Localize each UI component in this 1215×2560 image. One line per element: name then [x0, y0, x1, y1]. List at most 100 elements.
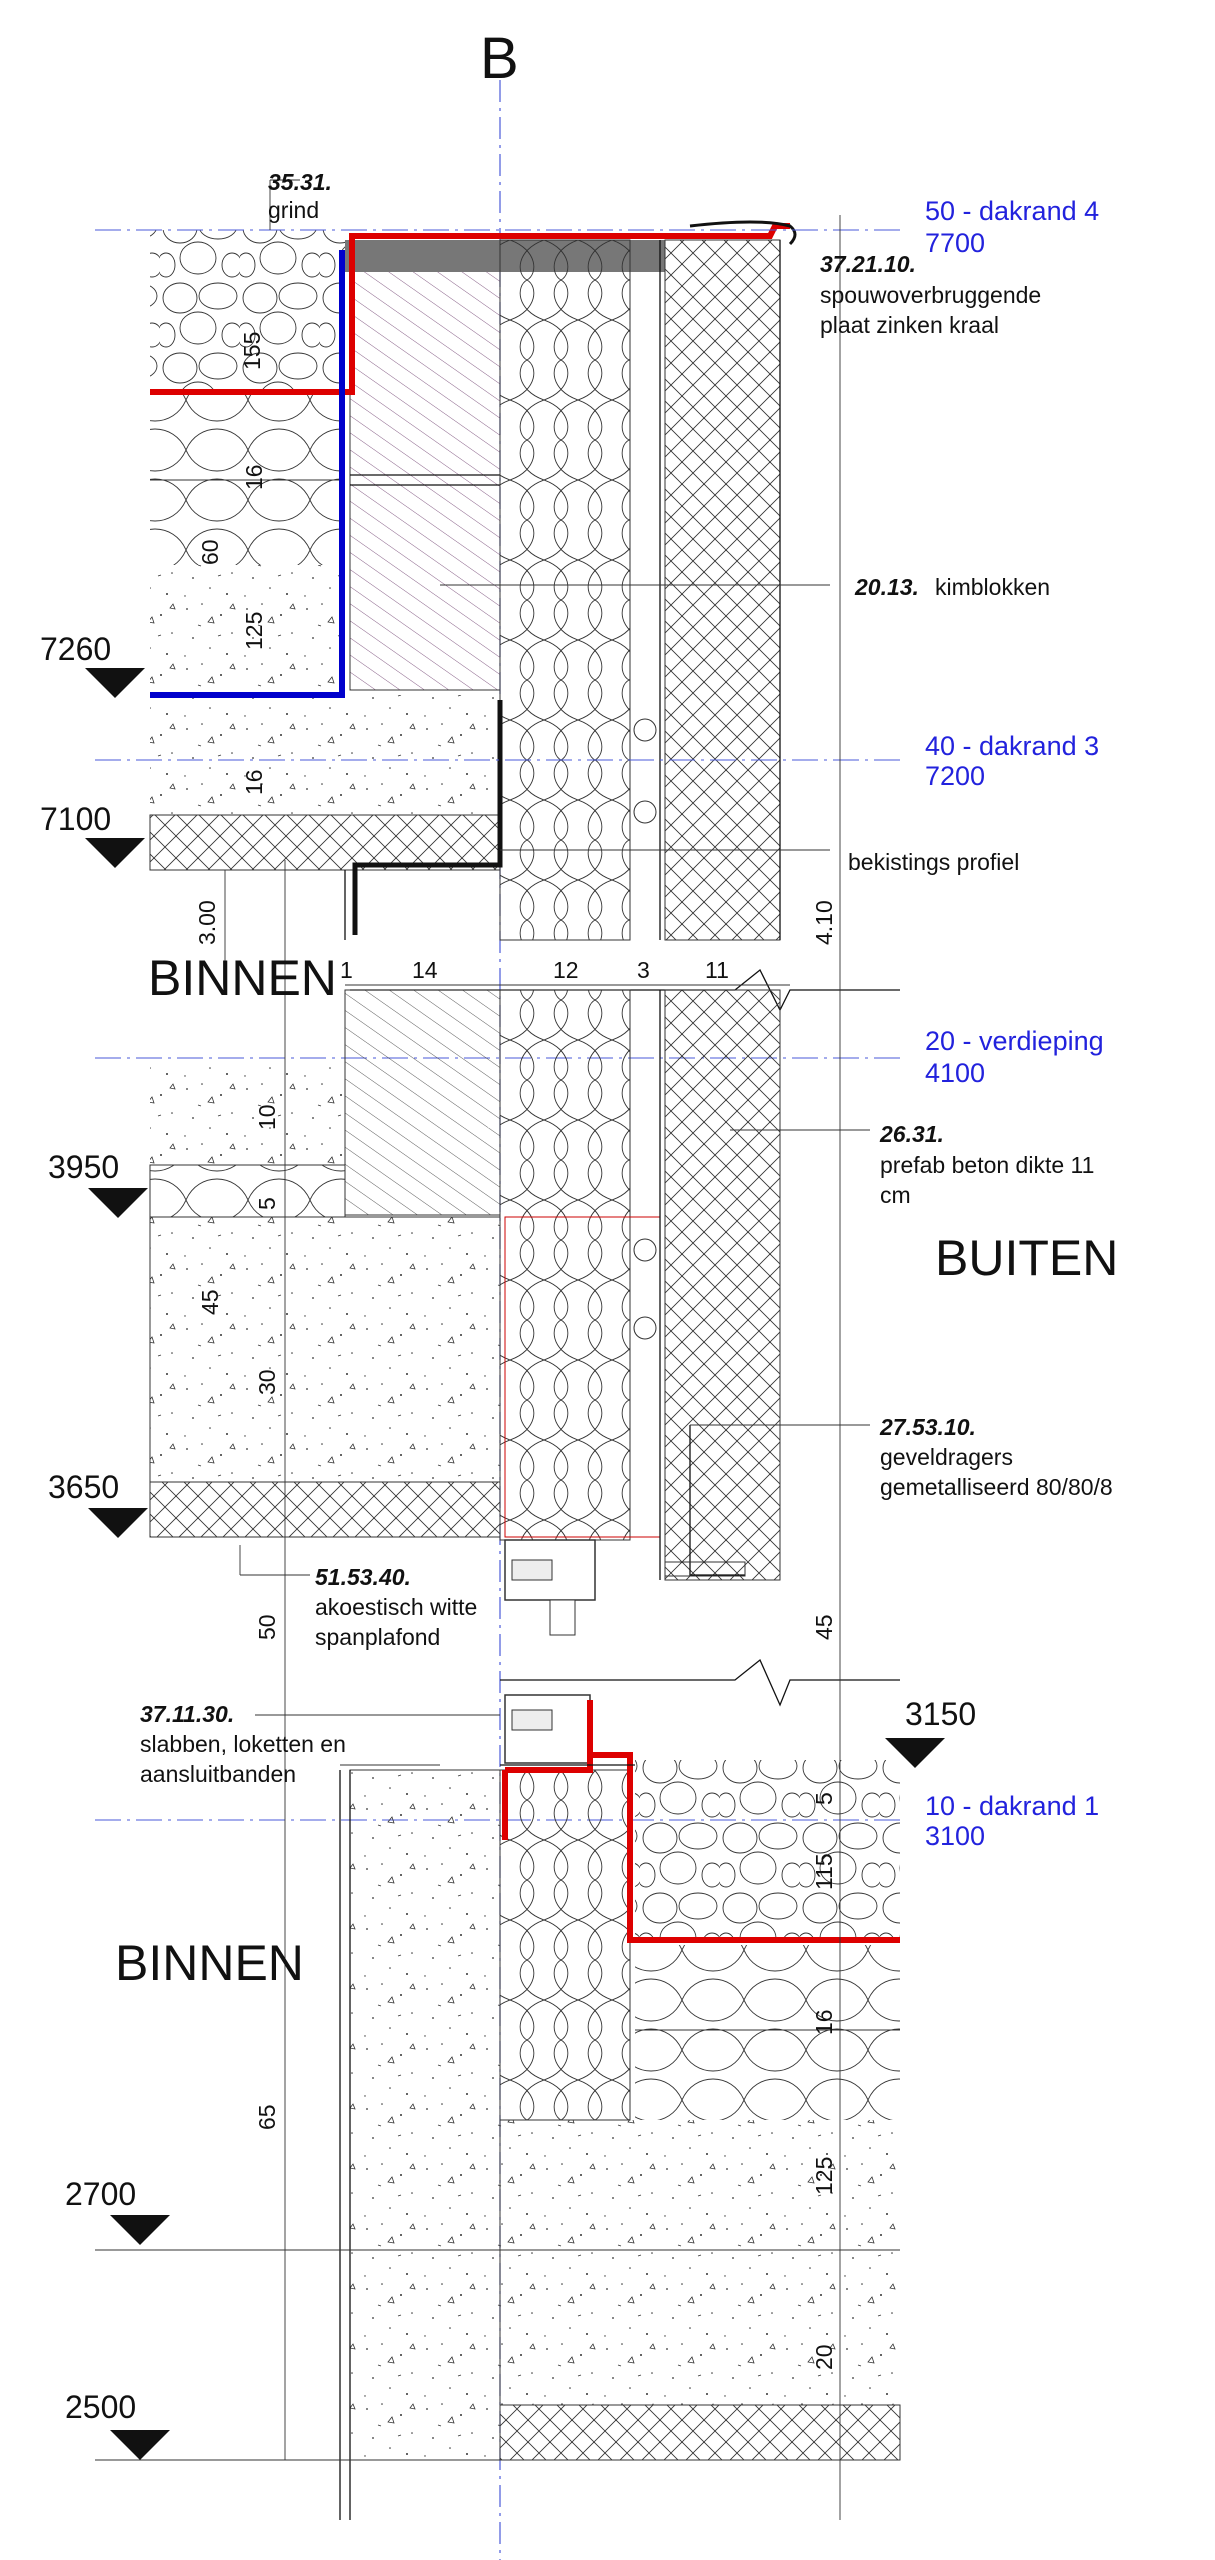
level-7260: 7260	[40, 631, 145, 698]
svg-text:3.00: 3.00	[194, 900, 220, 945]
section-label: B	[480, 26, 519, 91]
cavity-insulation-bottom	[499, 1769, 631, 2121]
break-line-2	[500, 1658, 900, 1707]
kraal-line-2: plaat zinken kraal	[820, 312, 999, 338]
level-markers: 7260 7100 3950 3650 3150 2700 2500	[40, 631, 976, 2460]
svg-text:7100: 7100	[40, 801, 111, 837]
roof-membrane-bottom	[502, 1700, 900, 1943]
grid-value-verdieping: 4100	[925, 1058, 985, 1088]
grid-label-dakrand-3: 40 - dakrand 3	[925, 731, 1099, 761]
zone-binnen-top: BINNEN	[148, 950, 337, 1006]
level-3950: 3950	[48, 1149, 148, 1218]
grid-value-dakrand-4: 7700	[925, 228, 985, 258]
prefab-panel-top	[664, 239, 781, 941]
svg-text:3150: 3150	[905, 1696, 976, 1732]
svg-text:12: 12	[553, 957, 579, 983]
svg-text:16: 16	[241, 769, 267, 795]
cavity-insulation-middle	[499, 989, 631, 1541]
plafond-line-1: akoestisch witte	[315, 1594, 477, 1620]
geveldragers-code: 27.53.10.	[879, 1414, 976, 1440]
kimblokken-wall	[349, 269, 501, 691]
prefab-panel-middle	[664, 989, 781, 1581]
bekisting-profile	[352, 700, 503, 935]
wall-middle	[344, 989, 501, 1216]
svg-text:60: 60	[197, 539, 223, 565]
geveldrager-angle	[689, 1425, 745, 1576]
prefab-code: 26.31.	[879, 1121, 944, 1147]
svg-text:1: 1	[340, 957, 353, 983]
svg-text:5: 5	[254, 1197, 280, 1210]
level-3150: 3150	[885, 1696, 976, 1768]
kraal-code: 37.21.10.	[820, 251, 916, 277]
annotations: 35.31. grind 37.21.10. spouwoverbruggend…	[140, 169, 1113, 1787]
plafond-line-2: spanplafond	[315, 1624, 440, 1650]
svg-text:65: 65	[254, 2104, 280, 2130]
svg-text:3: 3	[637, 957, 650, 983]
prefab-line-1: prefab beton dikte 11	[880, 1152, 1094, 1178]
plafond-code: 51.53.40.	[315, 1564, 411, 1590]
zone-buiten: BUITEN	[935, 1230, 1118, 1286]
level-7100: 7100	[40, 801, 145, 868]
middle-detail	[149, 989, 781, 1636]
roof-membrane-top	[150, 223, 790, 395]
gravel-layer-bottom	[635, 1760, 900, 1940]
grid-value-dakrand-3: 7200	[925, 761, 985, 791]
svg-text:5: 5	[811, 1792, 837, 1805]
grid-label-dakrand-4: 50 - dakrand 4	[925, 196, 1099, 226]
geveldragers-line-1: geveldragers	[880, 1444, 1013, 1470]
svg-text:2700: 2700	[65, 2176, 136, 2212]
grid-level-labels: 50 - dakrand 4 7700 40 - dakrand 3 7200 …	[925, 196, 1104, 1851]
svg-text:14: 14	[412, 957, 438, 983]
level-2500: 2500	[65, 2389, 170, 2460]
svg-text:155: 155	[239, 332, 265, 370]
svg-text:115: 115	[811, 1853, 837, 1890]
cavity-insulation-top	[499, 239, 631, 941]
floor-slab-middle	[149, 1216, 501, 1483]
svg-text:2500: 2500	[65, 2389, 136, 2425]
bottom-detail	[339, 1694, 901, 2520]
lower-slab	[500, 2250, 900, 2405]
geveldragers-line-2: gemetalliseerd 80/80/8	[880, 1474, 1113, 1500]
svg-text:16: 16	[241, 464, 267, 490]
svg-text:30: 30	[254, 1369, 280, 1395]
hatched-beam-middle	[149, 1481, 501, 1538]
grid-value-dakrand-1: 3100	[925, 1821, 985, 1851]
svg-text:20: 20	[811, 2344, 837, 2370]
svg-text:10: 10	[254, 1104, 280, 1130]
prefab-line-2: cm	[880, 1182, 911, 1208]
svg-text:45: 45	[197, 1289, 223, 1315]
svg-text:125: 125	[241, 612, 267, 650]
inner-column-bottom	[349, 1769, 501, 2461]
grid-label-dakrand-1: 10 - dakrand 1	[925, 1791, 1099, 1821]
slabben-line-2: aansluitbanden	[140, 1761, 296, 1787]
steel-angle-blue	[150, 250, 345, 698]
floor-insulation	[149, 1164, 346, 1218]
floor-slab-top	[150, 695, 500, 815]
top-detail	[149, 220, 797, 941]
roof-slab	[150, 565, 345, 695]
dimension-lines	[95, 179, 900, 2520]
roof-insulation-bottom	[635, 1945, 900, 2120]
svg-text:50: 50	[254, 1614, 280, 1640]
kimblokken-text: kimblokken	[935, 574, 1050, 600]
dimension-values: 155 16 60 125 16 3.00 4.10 1 14 12 3 11 …	[194, 332, 837, 2370]
zone-binnen-bottom: BINNEN	[115, 1935, 304, 1991]
bekisting-text: bekistings profiel	[848, 849, 1019, 875]
grid-label-verdieping: 20 - verdieping	[925, 1026, 1104, 1056]
svg-text:3950: 3950	[48, 1149, 119, 1185]
hatched-beam-bottom	[499, 2404, 901, 2461]
slabben-line-1: slabben, loketten en	[140, 1731, 346, 1757]
kraal-line-1: spouwoverbruggende	[820, 282, 1041, 308]
kimblokken-code: 20.13.	[854, 574, 919, 600]
level-3650: 3650	[48, 1469, 148, 1538]
grind-code: 35.31.	[268, 169, 332, 195]
hatched-beam-top	[149, 814, 501, 871]
grind-text: grind	[268, 197, 319, 223]
slabben-code: 37.11.30.	[140, 1701, 234, 1727]
level-2700: 2700	[65, 2176, 170, 2245]
svg-text:7260: 7260	[40, 631, 111, 667]
svg-text:16: 16	[811, 2009, 837, 2035]
svg-text:11: 11	[705, 957, 729, 983]
roof-slab-bottom	[500, 2120, 900, 2250]
